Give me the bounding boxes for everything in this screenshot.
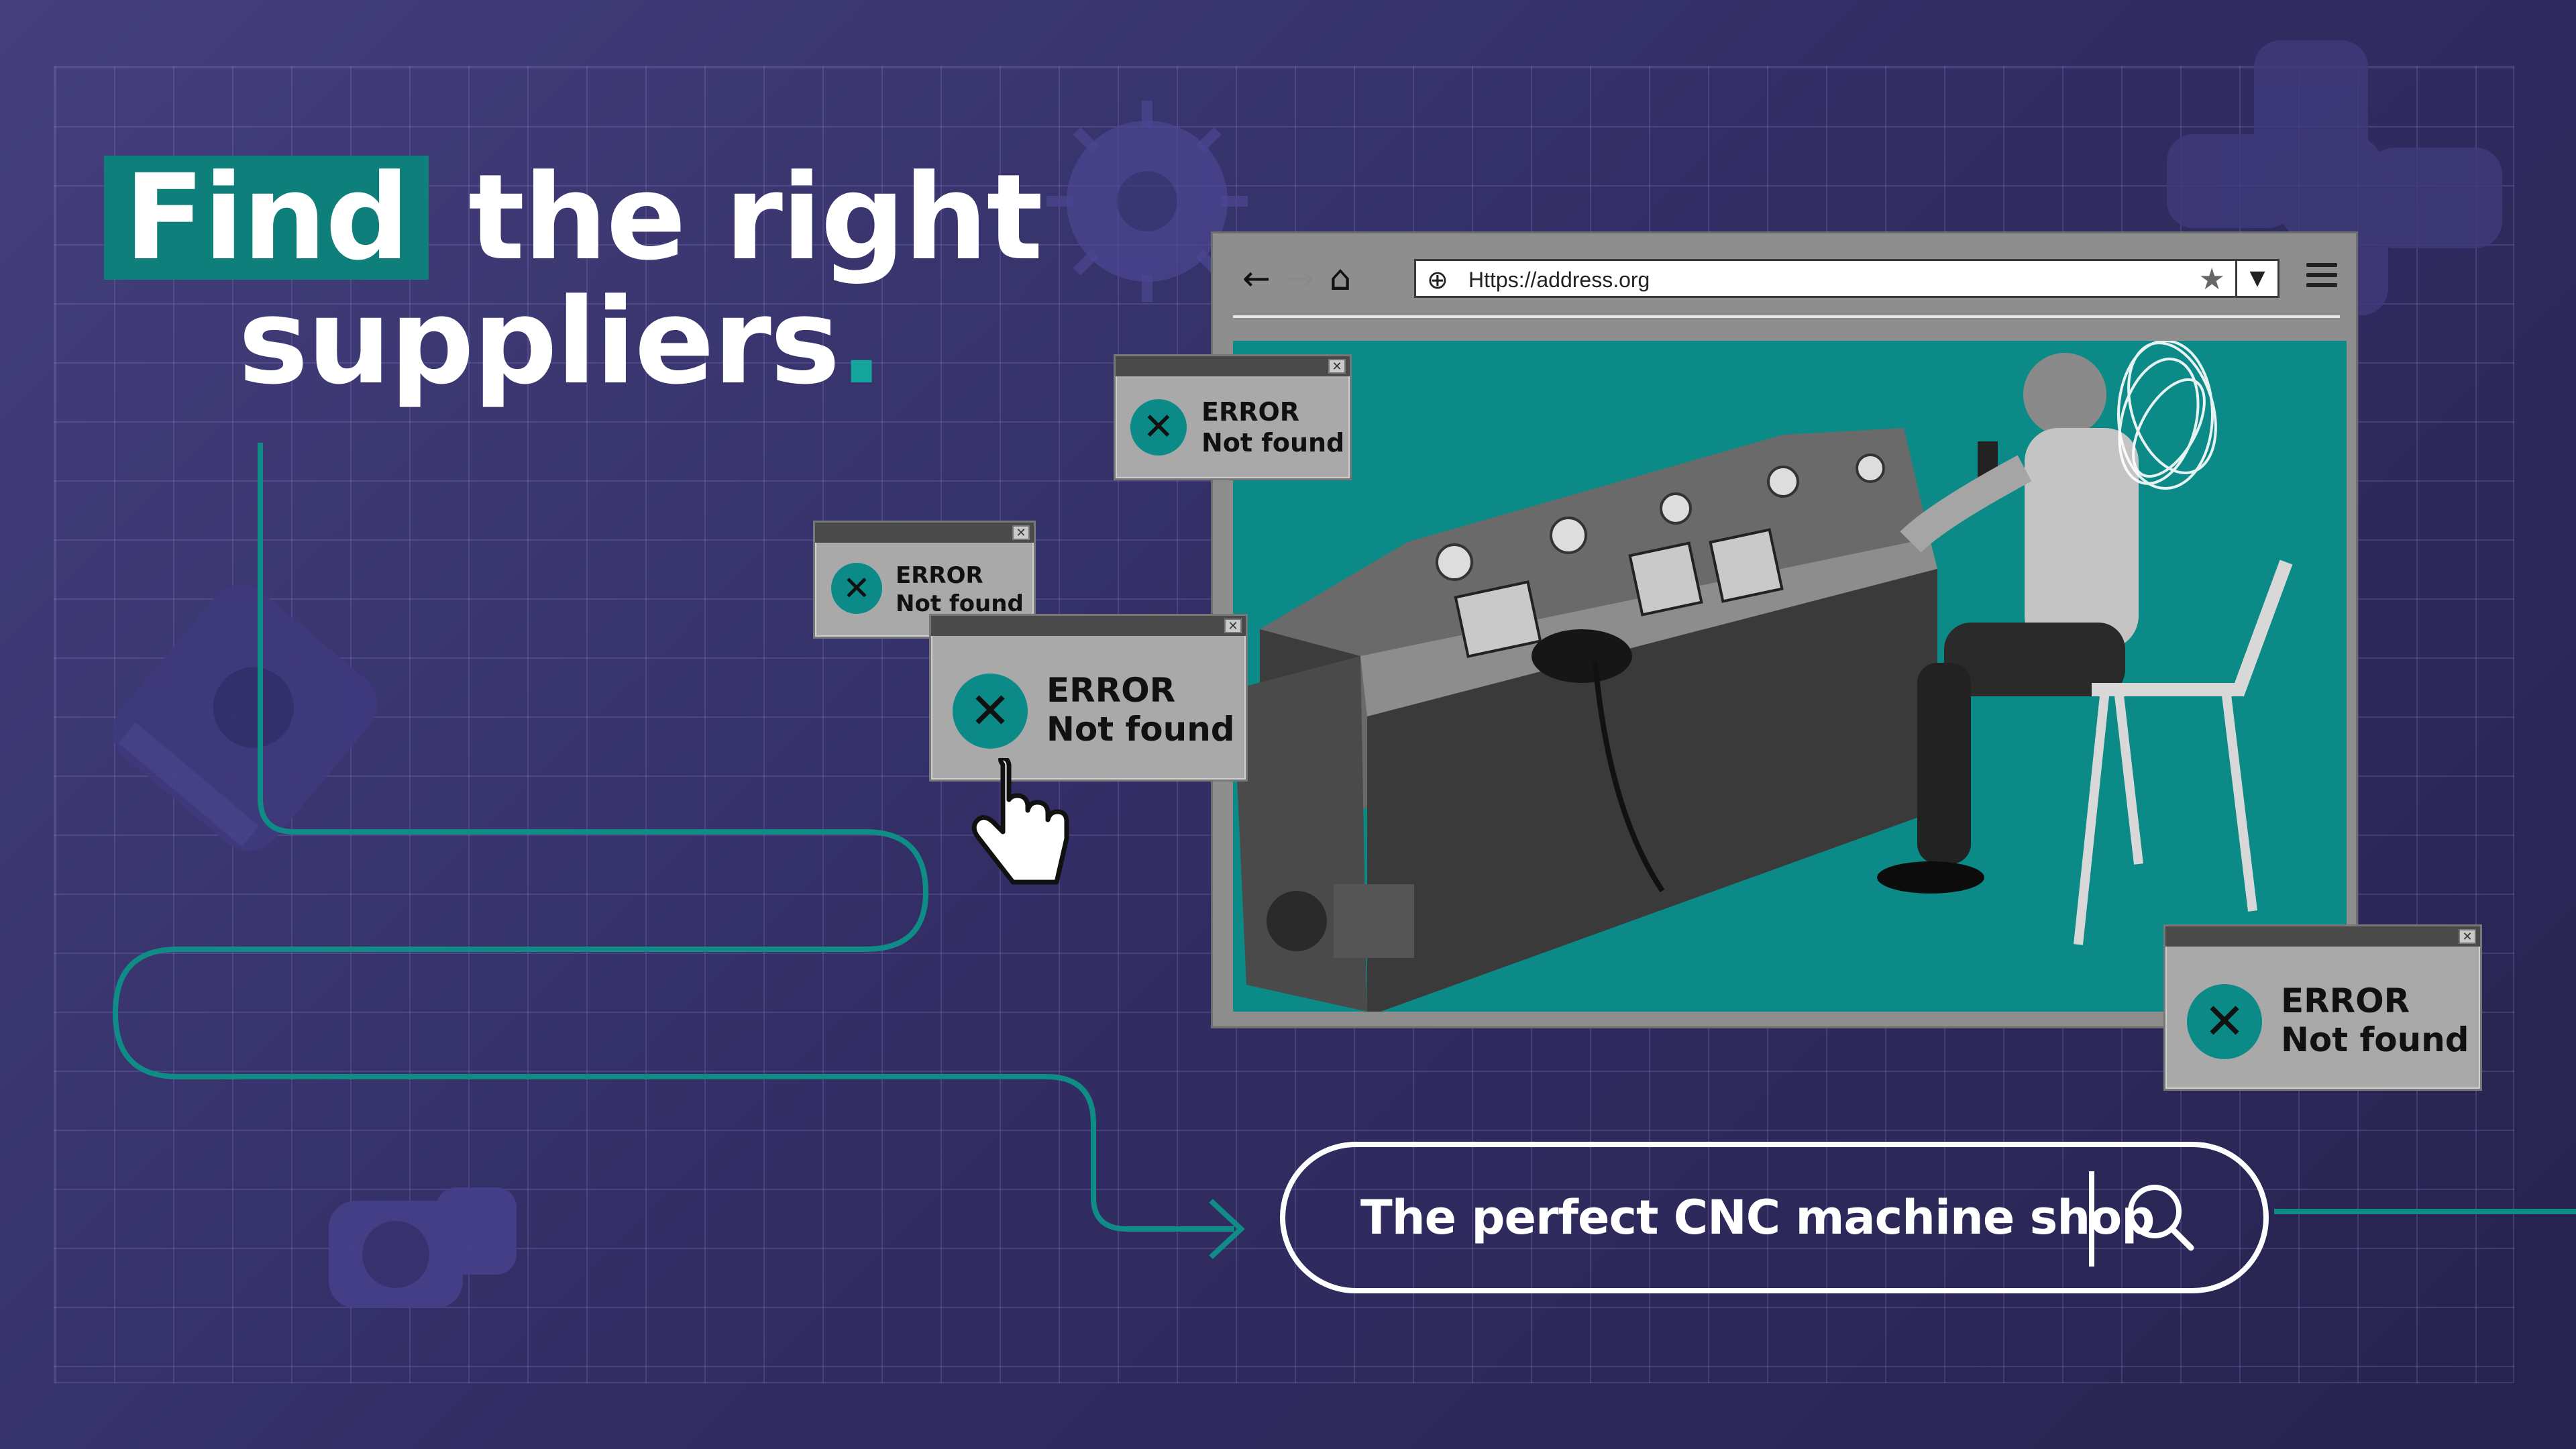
address-bar[interactable]: ⊕ Https://address.org ★ ▼ (1414, 259, 2279, 298)
error-detail: Not found (2281, 1020, 2469, 1059)
error-x-icon: ✕ (953, 674, 1028, 749)
error-x-icon: ✕ (831, 563, 882, 614)
error-message: ERROR Not found (2281, 981, 2469, 1059)
browser-content (1233, 341, 2347, 1012)
close-icon[interactable]: ✕ (2459, 929, 2476, 944)
error-detail: Not found (896, 590, 1024, 617)
dialog-titlebar (1116, 356, 1350, 376)
dialog-titlebar (2165, 926, 2480, 947)
error-dialog: ✕ ✕ ERROR Not found (929, 614, 1248, 782)
error-title: ERROR (1046, 671, 1176, 710)
forward-arrow-icon[interactable]: → (1286, 259, 1314, 298)
browser-window: ← → ⌂ ⊕ Https://address.org ★ ▼ (1211, 231, 2358, 1028)
close-icon[interactable]: ✕ (1328, 359, 1346, 374)
headline-line2: suppliers (238, 273, 841, 411)
address-url: Https://address.org (1468, 268, 1650, 292)
home-icon[interactable]: ⌂ (1329, 258, 1352, 299)
error-dialog: ✕ ✕ ERROR Not found (813, 521, 1036, 639)
error-title: ERROR (1201, 397, 1300, 427)
ghost-fitting-icon (329, 1187, 517, 1308)
error-detail: Not found (1046, 710, 1235, 749)
globe-icon: ⊕ (1427, 265, 1448, 294)
close-icon[interactable]: ✕ (1012, 525, 1030, 540)
error-dialog: ✕ ✕ ERROR Not found (2163, 924, 2482, 1091)
error-x-icon: ✕ (1130, 399, 1187, 455)
hamburger-menu-icon[interactable] (2306, 263, 2337, 292)
browser-toolbar: ← → ⌂ ⊕ Https://address.org ★ ▼ (1233, 256, 2347, 303)
dialog-titlebar (931, 616, 1246, 636)
search-bar[interactable]: The perfect CNC machine shop (1280, 1142, 2269, 1293)
error-title: ERROR (896, 562, 983, 589)
headline-dot: . (839, 273, 884, 411)
error-title: ERROR (2281, 981, 2410, 1020)
hand-cursor-icon (971, 758, 1069, 885)
error-detail: Not found (1201, 428, 1345, 458)
headline-line1: the right (468, 149, 1043, 286)
search-icon[interactable] (2124, 1181, 2198, 1254)
control-console-illustration (1233, 341, 2293, 1012)
close-icon[interactable]: ✕ (1224, 619, 1242, 633)
error-message: ERROR Not found (1046, 671, 1235, 749)
ghost-piston-icon (112, 584, 378, 851)
error-dialog: ✕ ✕ ERROR Not found (1114, 354, 1352, 480)
toolbar-divider (1233, 315, 2340, 318)
search-divider (2089, 1171, 2094, 1267)
bookmark-star-icon[interactable]: ★ (2198, 262, 2225, 297)
search-query: The perfect CNC machine shop (1360, 1190, 2155, 1245)
error-message: ERROR Not found (896, 561, 1024, 618)
error-x-icon: ✕ (2187, 984, 2262, 1059)
back-arrow-icon[interactable]: ← (1242, 259, 1271, 298)
headline: Find the right suppliers. (104, 156, 1043, 404)
address-dropdown-icon[interactable]: ▼ (2235, 261, 2277, 296)
dialog-titlebar (815, 523, 1034, 543)
error-message: ERROR Not found (1201, 396, 1344, 458)
headline-highlight: Find (104, 156, 429, 280)
